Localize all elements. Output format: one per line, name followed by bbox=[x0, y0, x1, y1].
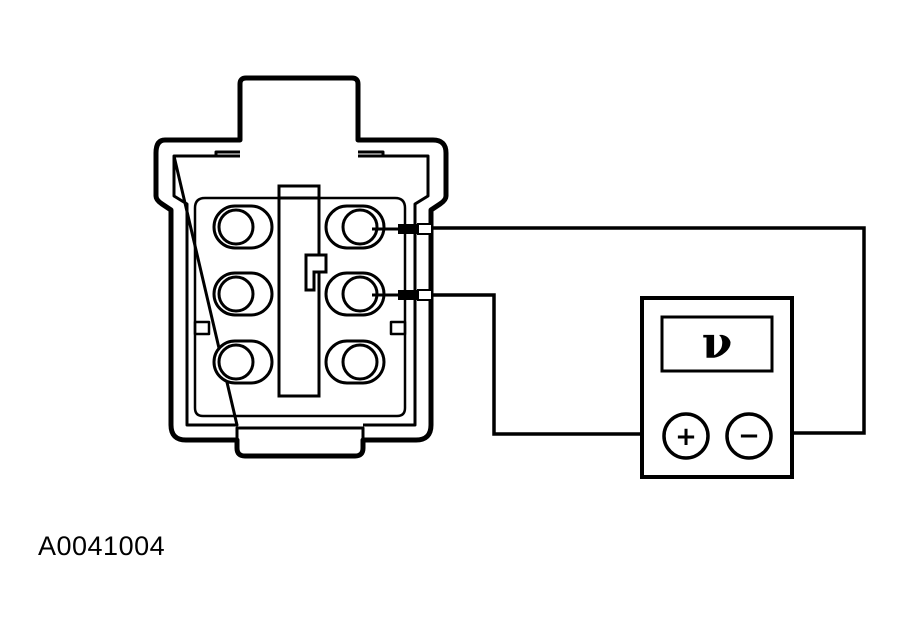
negative-lead bbox=[432, 226, 866, 435]
pin-left-3 bbox=[212, 339, 274, 385]
probe-upper bbox=[372, 223, 433, 235]
pin-cavities bbox=[212, 204, 386, 385]
right-key bbox=[389, 320, 407, 336]
pin-left-2 bbox=[212, 271, 274, 317]
voltmeter: ν + − bbox=[640, 296, 794, 479]
figure-reference-id: A0041004 bbox=[38, 531, 166, 561]
center-lock-bar bbox=[277, 184, 328, 398]
positive-terminal bbox=[662, 412, 710, 460]
pin-right-1 bbox=[324, 204, 386, 250]
pin-right-3 bbox=[324, 339, 386, 385]
connector-inner-wall bbox=[172, 154, 430, 427]
probe-lower bbox=[372, 289, 433, 301]
pin-left-1 bbox=[212, 204, 274, 250]
left-key bbox=[193, 320, 211, 336]
voltmeter-display-symbol: ν bbox=[702, 318, 733, 369]
positive-terminal-sign: + bbox=[675, 422, 697, 452]
connector-inner-tray bbox=[193, 196, 407, 418]
top-latch bbox=[214, 150, 385, 156]
positive-lead bbox=[432, 293, 663, 436]
negative-terminal bbox=[725, 412, 773, 460]
bottom-latch bbox=[235, 426, 365, 440]
test-leads bbox=[432, 226, 866, 436]
voltmeter-display bbox=[660, 315, 774, 373]
negative-terminal-sign: − bbox=[738, 421, 760, 451]
